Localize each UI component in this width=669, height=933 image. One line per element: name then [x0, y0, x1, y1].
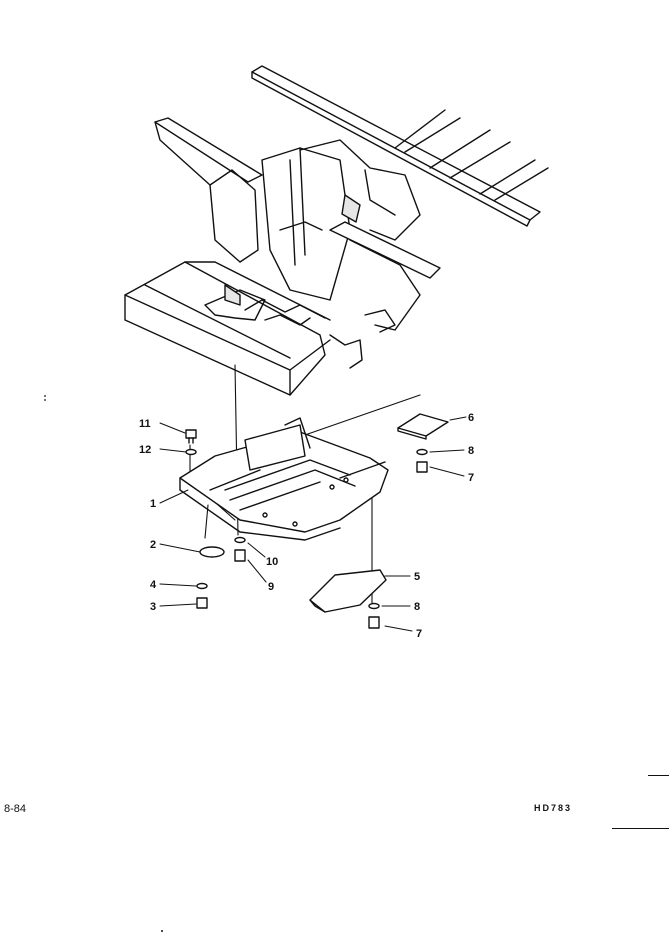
margin-rule-upper — [648, 775, 669, 776]
undercover-guard-plate — [179, 417, 389, 541]
callout-7-upper: 7 — [468, 472, 474, 484]
callout-8-lower: 8 — [414, 601, 420, 613]
cover-plate-6 — [397, 413, 449, 440]
fasteners — [185, 429, 428, 629]
callout-5: 5 — [414, 571, 420, 583]
callout-3: 3 — [150, 601, 156, 613]
callout-11: 11 — [139, 418, 151, 430]
callout-leaders — [159, 416, 467, 632]
callout-12: 12 — [139, 444, 151, 456]
callout-6: 6 — [468, 412, 474, 424]
callout-1: 1 — [150, 498, 156, 510]
callout-2: 2 — [150, 539, 156, 551]
callout-8-upper: 8 — [468, 445, 474, 457]
plate-2 — [199, 546, 225, 558]
main-frame — [124, 65, 549, 396]
callout-9: 9 — [268, 581, 274, 593]
page-number: 8-84 — [4, 803, 27, 815]
callout-4: 4 — [150, 579, 157, 591]
scan-marks — [44, 395, 163, 932]
callout-labels: 11 12 1 2 4 3 10 9 5 6 8 7 8 7 — [139, 412, 474, 640]
cover-plate-5 — [309, 569, 387, 613]
margin-rule-lower — [612, 828, 669, 829]
drawing-number: HD783 — [534, 803, 573, 813]
callout-10: 10 — [266, 556, 278, 568]
callout-7-lower: 7 — [416, 628, 422, 640]
